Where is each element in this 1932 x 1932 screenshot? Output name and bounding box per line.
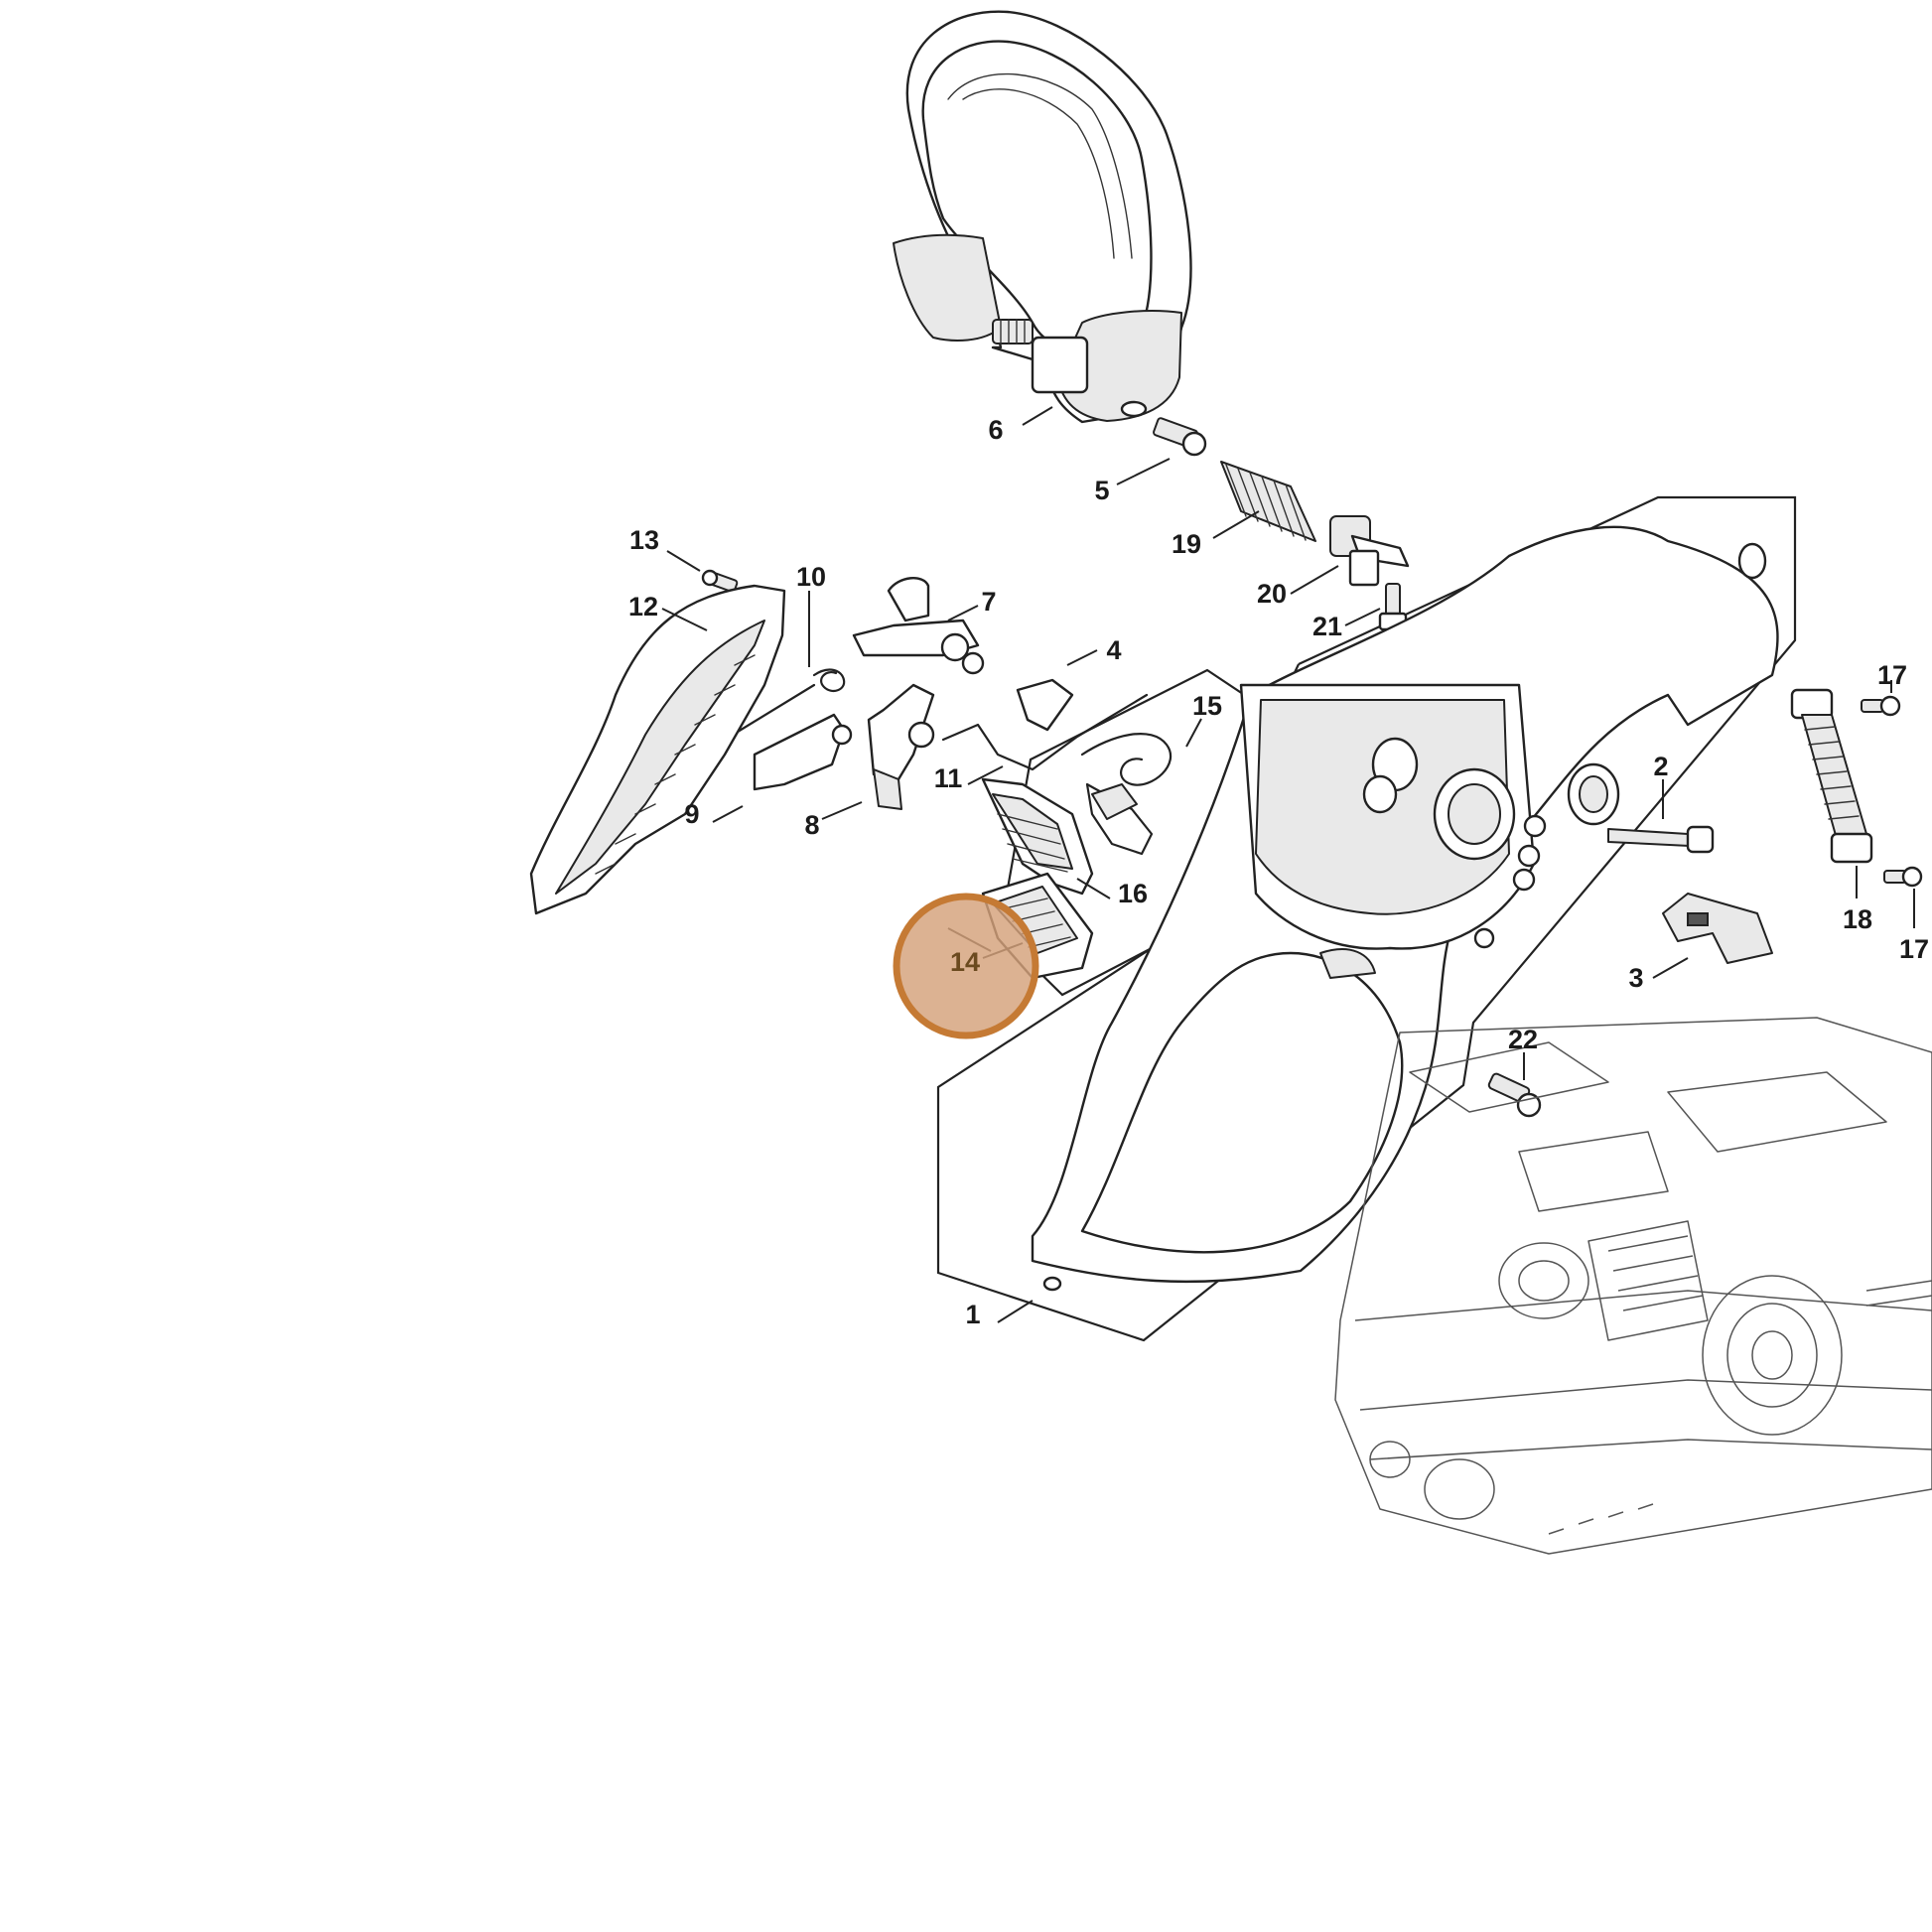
callout-7[interactable]: 7 xyxy=(981,587,996,617)
highlight-marker-14 xyxy=(893,893,1039,1039)
callout-3[interactable]: 3 xyxy=(1628,963,1643,993)
callout-14[interactable]: 14 xyxy=(950,947,980,977)
handlebar-spring-end xyxy=(992,319,1034,345)
rear-handle-housing[interactable] xyxy=(1031,525,1779,1292)
callout-5[interactable]: 5 xyxy=(1094,476,1109,505)
part-3[interactable] xyxy=(1662,893,1773,964)
wiring-15[interactable] xyxy=(1080,733,1173,856)
callout-8[interactable]: 8 xyxy=(804,810,819,840)
handle-cover-12[interactable] xyxy=(529,584,786,915)
screw-5[interactable] xyxy=(1153,417,1207,457)
callout-18[interactable]: 18 xyxy=(1843,904,1872,934)
screw-22[interactable] xyxy=(1487,1072,1542,1118)
callout-17-bottom[interactable]: 17 xyxy=(1899,934,1929,964)
callout-6[interactable]: 6 xyxy=(988,415,1003,445)
callout-10[interactable]: 10 xyxy=(796,562,826,592)
callout-19[interactable]: 19 xyxy=(1172,529,1201,559)
callout-21[interactable]: 21 xyxy=(1312,612,1342,641)
spring-18[interactable] xyxy=(1790,688,1873,864)
screw-17-top[interactable] xyxy=(1861,695,1901,717)
callout-16[interactable]: 16 xyxy=(1118,879,1148,908)
part-4[interactable] xyxy=(1016,678,1074,732)
throttle-rod-11[interactable] xyxy=(941,693,1149,771)
screw-17-bottom[interactable] xyxy=(1883,866,1923,888)
callout-22[interactable]: 22 xyxy=(1508,1025,1538,1054)
callout-17-top[interactable]: 17 xyxy=(1877,660,1907,690)
screw-13[interactable] xyxy=(701,569,739,593)
engine-crankcase xyxy=(1334,1017,1932,1555)
callout-20[interactable]: 20 xyxy=(1257,579,1287,609)
callout-9[interactable]: 9 xyxy=(684,799,699,829)
handlebar[interactable] xyxy=(893,10,1192,424)
callout-4[interactable]: 4 xyxy=(1106,635,1121,665)
bracket-20[interactable] xyxy=(1329,515,1410,587)
filter-cover-16[interactable] xyxy=(981,777,1094,896)
lever-9[interactable] xyxy=(753,713,853,791)
spring-19[interactable] xyxy=(1220,461,1316,542)
screw-2[interactable] xyxy=(1607,825,1715,854)
callout-13[interactable]: 13 xyxy=(629,525,659,555)
callout-11[interactable]: 11 xyxy=(934,763,963,793)
callout-15[interactable]: 15 xyxy=(1192,691,1222,721)
part-7[interactable] xyxy=(852,577,985,675)
trigger-8[interactable] xyxy=(867,683,935,810)
callout-2[interactable]: 2 xyxy=(1653,752,1668,781)
callout-1[interactable]: 1 xyxy=(965,1300,980,1329)
callout-12[interactable]: 12 xyxy=(628,592,658,621)
